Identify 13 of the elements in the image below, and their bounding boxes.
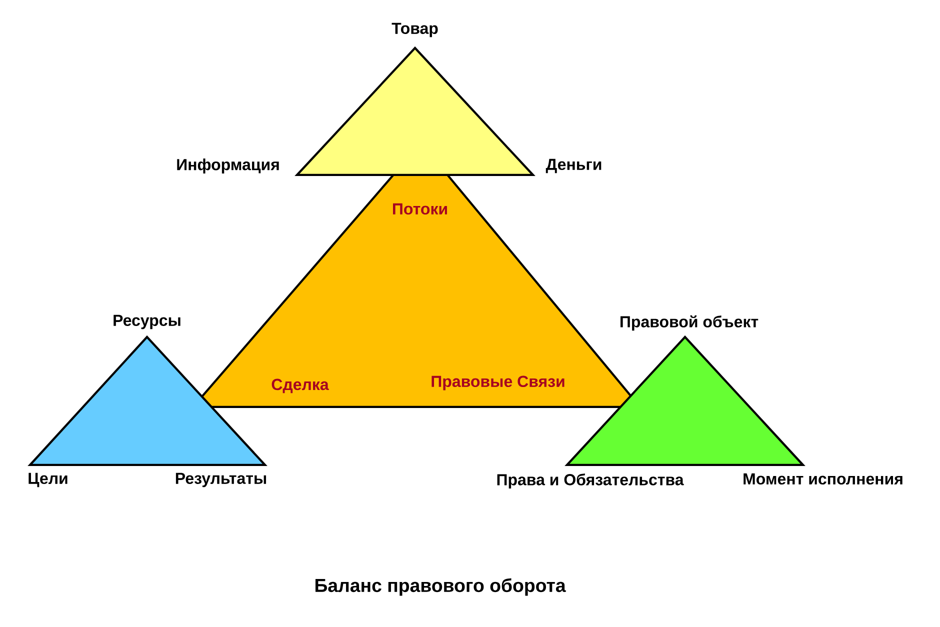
vertex-label: Деньги [546,158,602,174]
vertex-label: Потоки [393,203,447,215]
vertex-label: Цели [28,472,68,488]
vertex-label: Ресурсы [114,314,180,330]
vertex-label: Правовые Связи [432,376,564,390]
vertex-label: Момент исполнения [744,473,902,485]
vertex-label: Права и Обязательства [497,473,684,489]
vertex-label: Сделка [272,378,329,394]
vertex-label: Товар [392,22,438,38]
caption: Баланс правового оборота [316,578,566,596]
vertex-label: Результаты [176,472,266,488]
vertex-label: Информация [177,158,279,174]
vertex-label: Правовой объект [620,315,758,331]
